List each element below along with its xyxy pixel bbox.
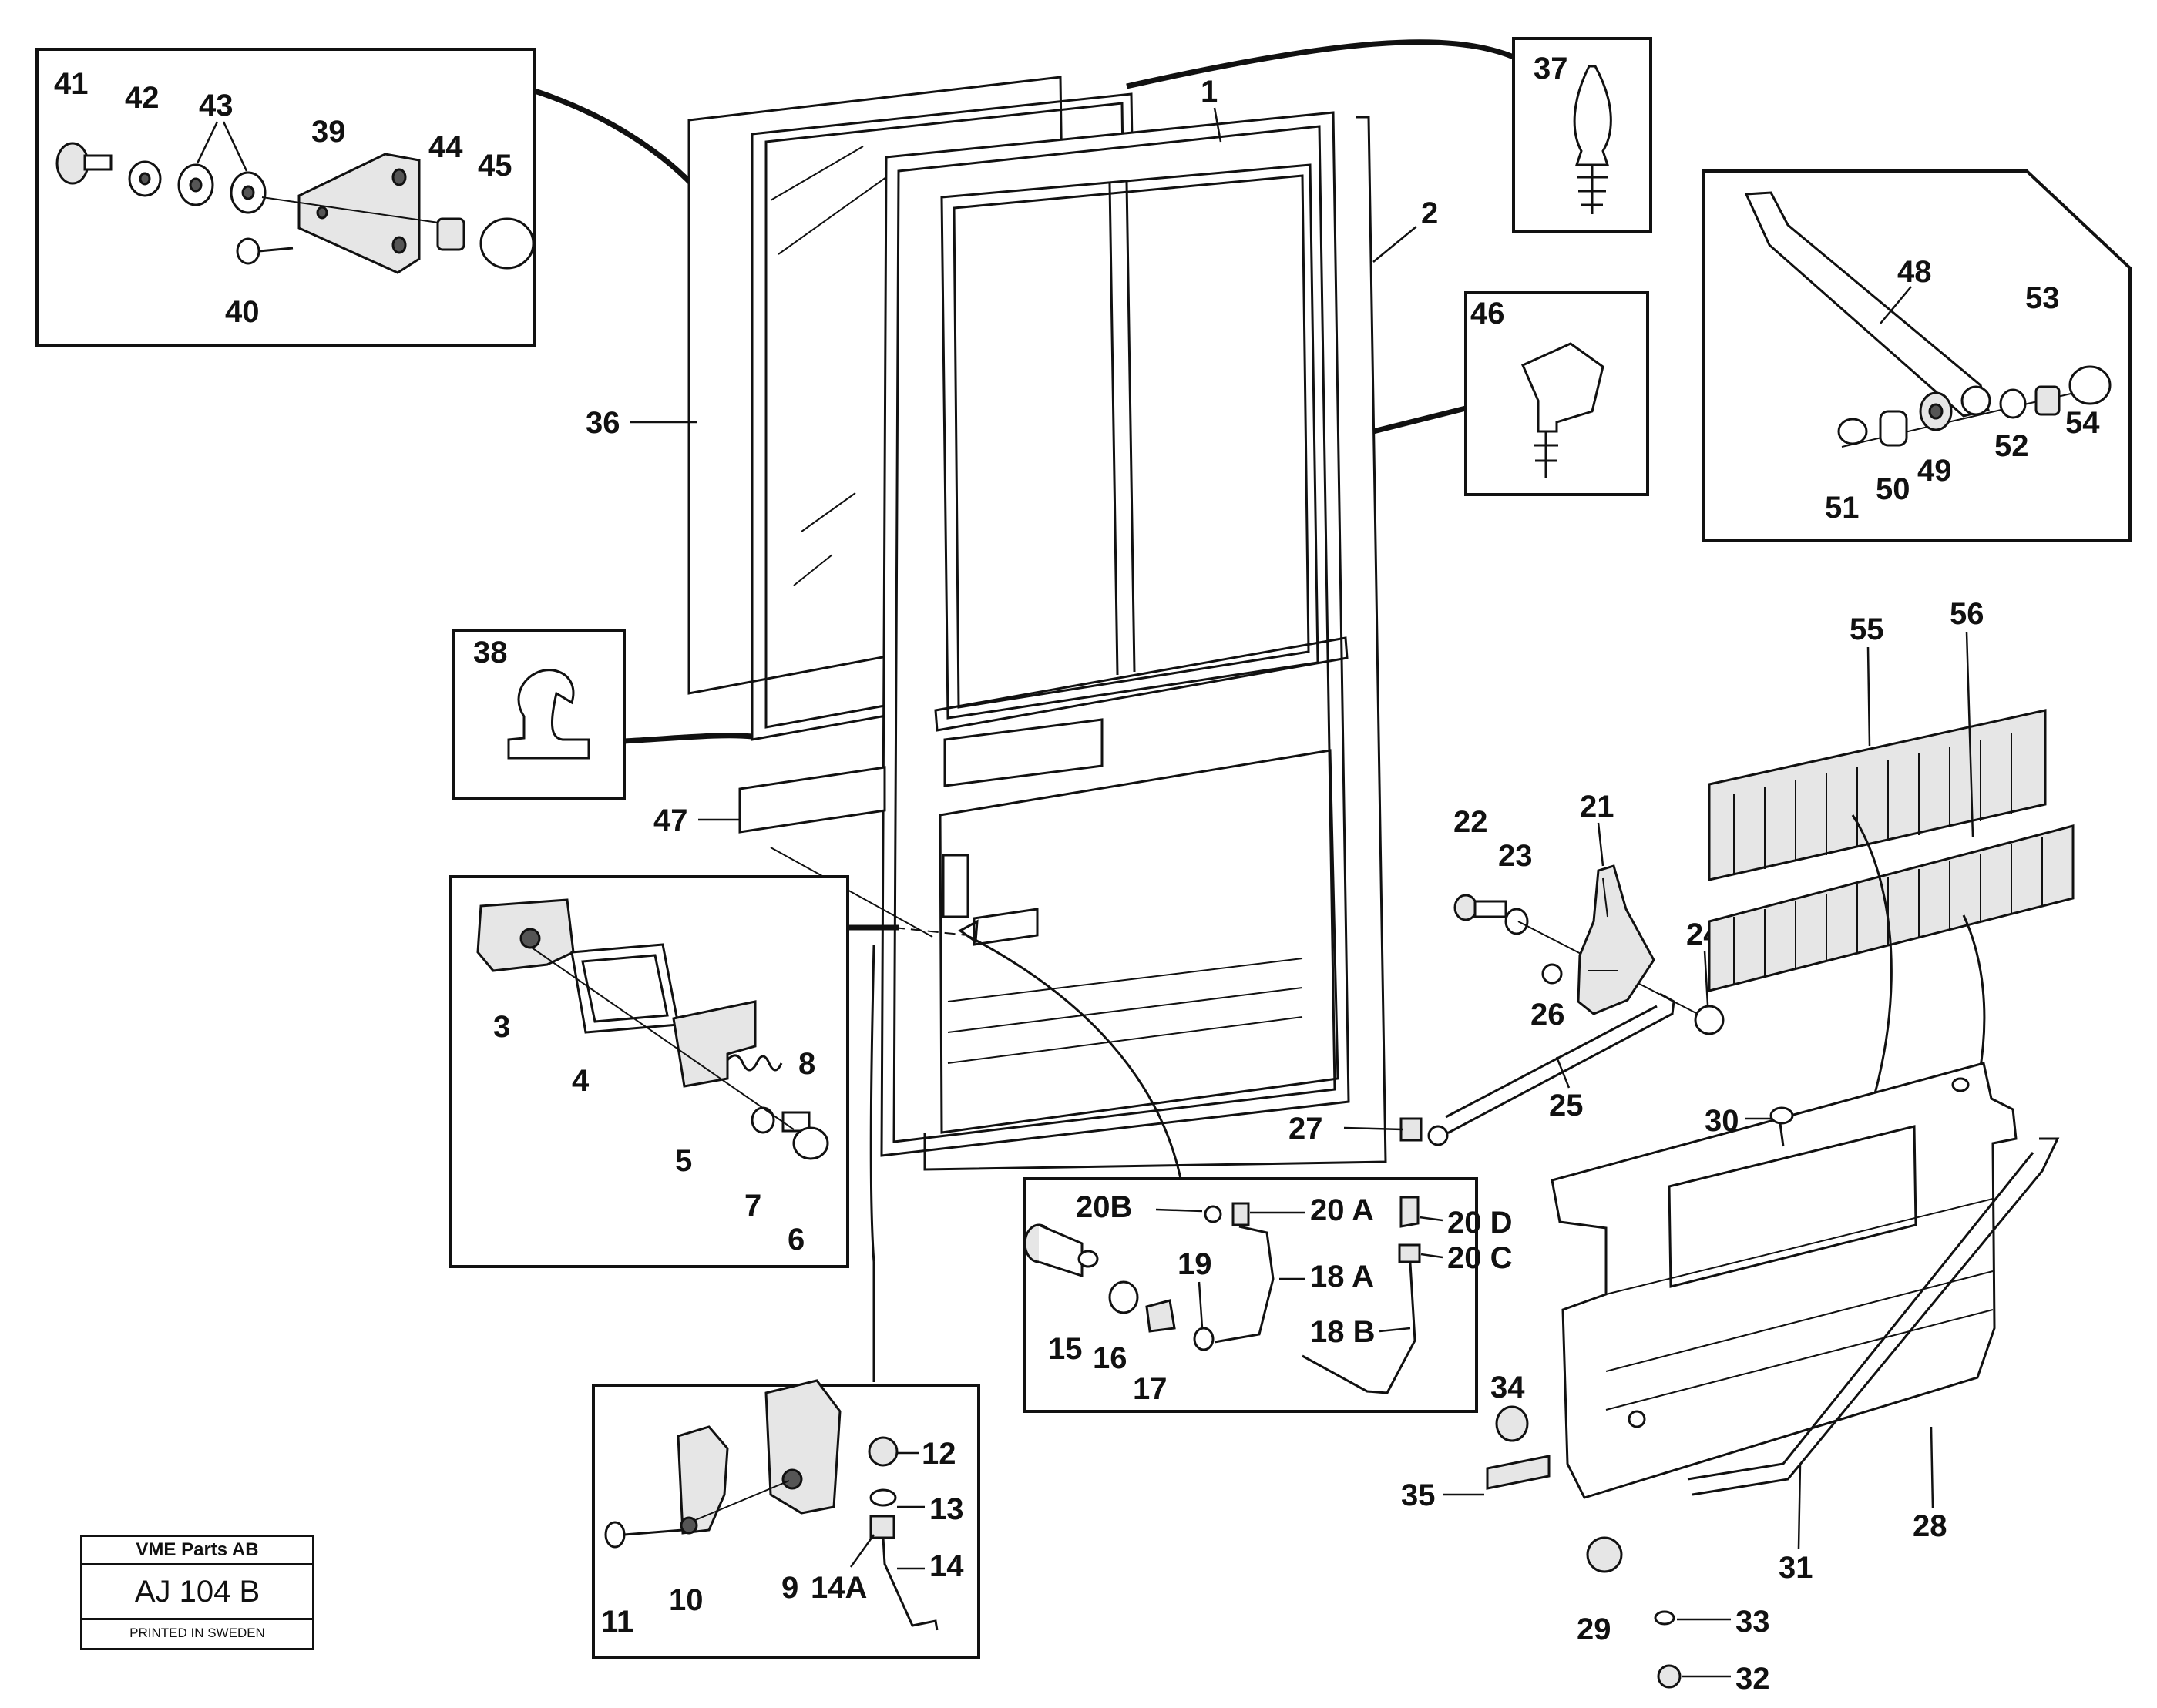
stamp-printed: PRINTED IN SWEDEN — [129, 1626, 265, 1640]
label-20c: 20 C — [1447, 1241, 1513, 1275]
label-42: 42 — [125, 81, 160, 115]
label-27: 27 — [1288, 1112, 1323, 1146]
label-9: 9 — [781, 1571, 798, 1605]
label-19: 19 — [1178, 1247, 1212, 1281]
stamp-company: VME Parts AB — [82, 1537, 312, 1565]
drawing-stamp: VME Parts AB AJ 104 B PRINTED IN SWEDEN — [80, 1535, 314, 1650]
label-55: 55 — [1850, 612, 1884, 646]
door-frame-assembly — [687, 76, 1387, 1171]
label-14: 14 — [929, 1549, 964, 1583]
label-20a: 20 A — [1310, 1193, 1374, 1227]
label-33: 33 — [1735, 1605, 1770, 1639]
lock-cylinder-detail-box: 20B 20 A 20 D 20 C 19 18 A 18 B 15 16 17 — [958, 919, 1513, 1413]
stay-arm-detail-box: 48 53 54 52 49 50 51 — [1702, 169, 2132, 542]
hinge-detail-box: 41 42 43 39 44 45 40 — [35, 48, 721, 347]
label-5: 5 — [675, 1144, 692, 1178]
label-13: 13 — [929, 1492, 964, 1526]
handle-detail-box: 3 4 8 5 7 6 — [449, 875, 899, 1268]
label-20b: 20B — [1076, 1190, 1132, 1224]
label-2: 2 — [1421, 196, 1438, 230]
label-7: 7 — [744, 1189, 761, 1223]
label-38: 38 — [473, 636, 508, 669]
seal-detail-box-38: 38 — [452, 629, 753, 800]
stamp-code: AJ 104 B — [82, 1565, 312, 1620]
label-10: 10 — [669, 1583, 704, 1617]
label-48: 48 — [1897, 255, 1932, 289]
label-35: 35 — [1401, 1478, 1436, 1512]
seal-detail-box-37: 37 — [1126, 37, 1652, 233]
label-40: 40 — [225, 295, 260, 329]
label-18a: 18 A — [1310, 1260, 1374, 1294]
lock-mechanism-detail-box: 12 13 14 14A 9 10 11 — [592, 1379, 980, 1659]
label-32: 32 — [1735, 1662, 1770, 1696]
label-47: 47 — [653, 804, 688, 837]
label-1: 1 — [1201, 75, 1218, 109]
label-22: 22 — [1453, 805, 1488, 839]
door-stay-assembly: 22 23 21 26 24 25 27 — [1288, 790, 1725, 1146]
label-8: 8 — [798, 1047, 815, 1081]
label-15: 15 — [1048, 1332, 1083, 1366]
label-26: 26 — [1530, 998, 1565, 1032]
label-30: 30 — [1705, 1104, 1739, 1138]
label-46: 46 — [1470, 297, 1505, 331]
label-56: 56 — [1950, 597, 1984, 631]
label-16: 16 — [1093, 1341, 1127, 1375]
label-54: 54 — [2065, 406, 2100, 440]
label-31: 31 — [1779, 1551, 1813, 1585]
label-36: 36 — [586, 406, 620, 440]
label-43: 43 — [199, 89, 234, 122]
insulation-mats: 55 56 — [1708, 597, 2075, 1263]
label-18b: 18 B — [1310, 1315, 1376, 1349]
inner-door-panel: 30 34 35 29 33 32 31 28 — [1401, 1062, 2060, 1696]
label-52: 52 — [1994, 429, 2029, 463]
label-6: 6 — [788, 1223, 805, 1257]
label-12: 12 — [922, 1437, 956, 1471]
label-41: 41 — [54, 67, 89, 101]
label-20d: 20 D — [1447, 1206, 1513, 1240]
label-11: 11 — [601, 1605, 633, 1639]
label-44: 44 — [428, 130, 463, 164]
seal-detail-box-46: 46 — [1372, 291, 1649, 496]
label-3: 3 — [493, 1010, 510, 1044]
label-17: 17 — [1133, 1372, 1168, 1406]
label-23: 23 — [1498, 839, 1533, 873]
label-21: 21 — [1580, 790, 1614, 824]
label-51: 51 — [1825, 491, 1860, 525]
label-53: 53 — [2025, 281, 2060, 315]
label-37: 37 — [1534, 52, 1568, 86]
label-28: 28 — [1913, 1509, 1947, 1543]
label-49: 49 — [1917, 454, 1952, 488]
label-45: 45 — [478, 149, 512, 183]
label-50: 50 — [1876, 472, 1910, 506]
label-25: 25 — [1549, 1089, 1584, 1122]
label-39: 39 — [311, 115, 346, 149]
label-14a: 14A — [811, 1571, 867, 1605]
label-34: 34 — [1490, 1371, 1525, 1404]
label-29: 29 — [1577, 1612, 1611, 1646]
label-4: 4 — [572, 1064, 590, 1098]
